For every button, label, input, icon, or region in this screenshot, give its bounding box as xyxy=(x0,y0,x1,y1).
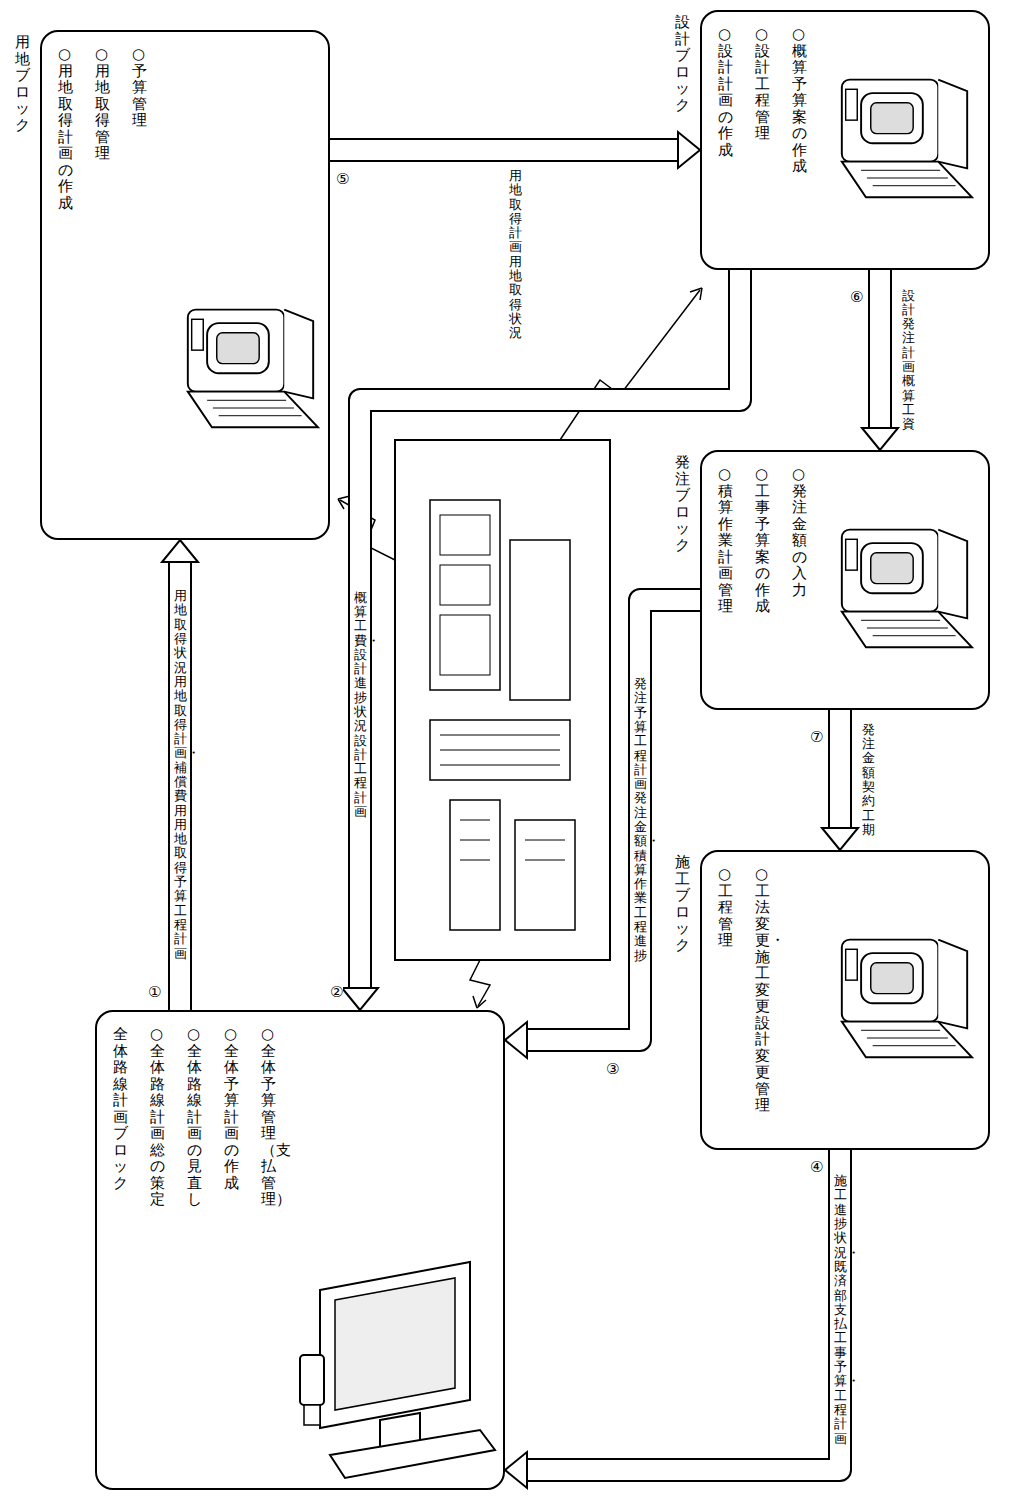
block-box: 発注ブロック○積算作業計画管理○工事予算案の作成○発注金額の入力 xyxy=(700,450,990,710)
block-box: 設計ブロック○設計計画の作成○設計工程管理○概算予算案の作成 xyxy=(700,10,990,270)
arrow-band-fill xyxy=(830,710,850,830)
flow-label: 用地取得計画 用地取得状況 xyxy=(509,168,522,342)
callout-number: ① xyxy=(148,985,161,1000)
task-item: ○設計計画の作成 xyxy=(718,26,733,158)
arrow-band-outline xyxy=(525,1150,840,1470)
task-item: ○発注金額の入力 xyxy=(792,466,807,598)
callout-number: ② xyxy=(330,985,343,1000)
block-box: 施工ブロック○工程管理○工法変更・施工変更 設計変更管理 xyxy=(700,850,990,1150)
task-item: ○全体予算計画の作成 xyxy=(224,1026,239,1191)
flow-arrow xyxy=(822,710,858,850)
arrow-head xyxy=(862,428,898,450)
block-heading: 設計ブロック xyxy=(675,14,690,113)
flow-label: 概算工費・設計進捗状況 設計工程計画 xyxy=(354,590,367,821)
flow-arrow xyxy=(162,540,198,1010)
callout-number: ⑦ xyxy=(810,730,823,745)
arrow-band-fill xyxy=(330,140,680,160)
arrow-head xyxy=(822,828,858,850)
arrow-head xyxy=(678,132,700,168)
callout-number: ③ xyxy=(606,1062,619,1077)
task-item: ○設計工程管理 xyxy=(755,26,770,142)
task-item: ○工法変更・施工変更 設計変更管理 xyxy=(755,866,770,1114)
arrow-head xyxy=(342,988,378,1010)
task-item: ○工程管理 xyxy=(718,866,733,949)
callout-number: ⑤ xyxy=(336,172,349,187)
flow-label: 施工進捗状況・既済部支払 工事予算・工程計画 xyxy=(834,1173,847,1447)
task-item: ○用地取得管理 xyxy=(95,46,110,162)
arrow-band-outline xyxy=(330,138,680,162)
arrow-band-fill xyxy=(525,1150,840,1470)
block-box: 全体路線計画ブロック ○全体路線計画総の策定 ○全体路線計画の見直し ○全体予算計画の… xyxy=(95,1010,505,1490)
arrow-head xyxy=(505,1452,527,1488)
terminal-icon xyxy=(188,80,972,1058)
block-heading: 全体路線計画ブロック xyxy=(113,1026,128,1191)
arrow-band-fill xyxy=(170,560,190,1010)
arrow-band-outline xyxy=(868,270,892,430)
task-item: ○積算作業計画管理 xyxy=(718,466,733,615)
block-heading: 用地ブロック xyxy=(15,34,30,133)
flow-arrow xyxy=(330,132,700,168)
flow-label: 設計発注計画 概算工資 xyxy=(902,288,915,433)
arrow-head xyxy=(162,540,198,562)
arrow-band-fill xyxy=(360,270,740,990)
mainframe-terminal xyxy=(300,1262,495,1478)
block-heading: 発注ブロック xyxy=(675,454,690,553)
flow-arrow xyxy=(505,600,700,1058)
task-item: ○工事予算案の作成 xyxy=(755,466,770,615)
arrow-band-fill xyxy=(525,600,700,1040)
flow-label: 用地取得状況 用地取得計画・補償費用 用地取得予算工程計画 xyxy=(174,588,187,962)
task-item: ○概算予算案の作成 xyxy=(792,26,807,175)
flow-arrow xyxy=(505,1150,840,1488)
arrow-band-outline xyxy=(525,600,700,1040)
task-item: ○全体路線計画総の策定 xyxy=(150,1026,165,1208)
block-heading: 施工ブロック xyxy=(675,854,690,953)
task-item: ○全体予算管理（支払管理） xyxy=(261,1026,276,1208)
flow-label: 発注金額 契約工期 xyxy=(862,722,875,838)
flow-label: 発注予算工程計画 発注金額・積算作業工程進捗 xyxy=(634,676,647,964)
flow-arrow xyxy=(862,270,898,450)
arrow-band-outline xyxy=(828,710,852,830)
task-item: ○全体路線計画の見直し xyxy=(187,1026,202,1208)
arrow-band-outline xyxy=(360,270,740,990)
host-computer xyxy=(395,440,610,960)
callout-number: ④ xyxy=(810,1160,823,1175)
flow-arrow xyxy=(342,270,740,1010)
callout-number: ⑥ xyxy=(850,290,863,305)
task-item: ○予算管理 xyxy=(132,46,147,129)
block-box: 用地ブロック○用地取得計画の作成○用地取得管理○予算管理 xyxy=(40,30,330,540)
arrow-band-outline xyxy=(168,560,192,1010)
arrow-band-fill xyxy=(870,270,890,430)
arrow-head xyxy=(505,1022,527,1058)
task-item: ○用地取得計画の作成 xyxy=(58,46,73,211)
